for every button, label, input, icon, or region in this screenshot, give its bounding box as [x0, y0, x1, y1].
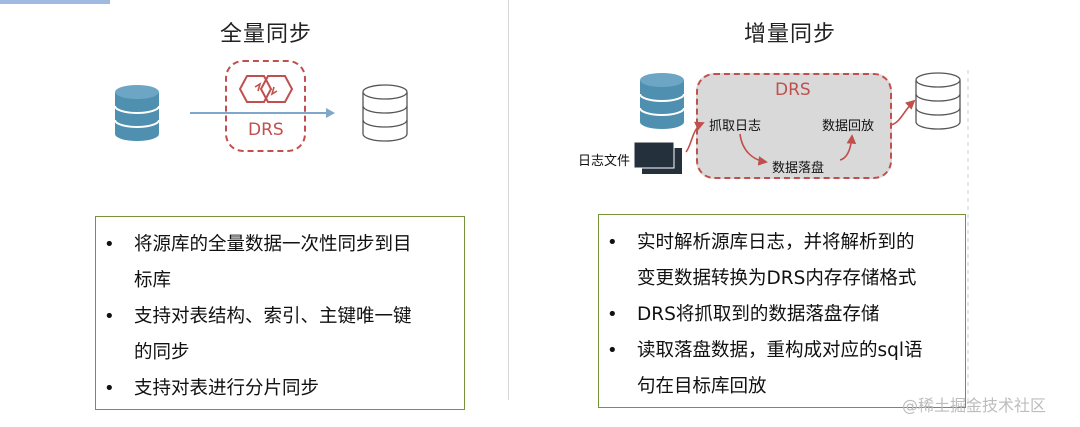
- top-accent-bar: [0, 0, 110, 4]
- bullet-item-continuation: 的同步: [134, 342, 190, 363]
- center-divider: [508, 0, 509, 400]
- watermark: @稀土掘金技术社区: [902, 396, 1047, 415]
- drs-node-full: [225, 60, 306, 152]
- incremental-sync-title: 增量同步: [744, 22, 837, 47]
- capture-log-step: 抓取日志: [709, 119, 762, 134]
- bullet-item-continuation: 句在目标库回放: [637, 376, 767, 397]
- target-database-icon: [915, 72, 961, 130]
- source-database-icon: [639, 73, 685, 129]
- drs-node-incremental: [696, 73, 892, 179]
- store-data-step: 数据落盘: [772, 161, 825, 176]
- dashed-guide-line: [967, 70, 969, 410]
- drs-label-full: DRS: [248, 120, 284, 140]
- bullet-item: •实时解析源库日志，并将解析到的: [607, 232, 915, 253]
- replay-data-step: 数据回放: [822, 119, 875, 134]
- full-sync-arrow-icon: [190, 108, 335, 118]
- log-file-label: 日志文件: [578, 154, 631, 169]
- drs-label-incremental: DRS: [775, 80, 811, 100]
- full-sync-title: 全量同步: [220, 22, 313, 47]
- bullet-item: •将源库的全量数据一次性同步到目: [104, 234, 412, 255]
- source-database-icon: [114, 85, 160, 141]
- full-sync-description-box: •将源库的全量数据一次性同步到目 标库 •支持对表结构、索引、主键唯一键 的同步…: [95, 216, 465, 410]
- incremental-sync-description-box: •实时解析源库日志，并将解析到的 变更数据转换为DRS内存存储格式 •DRS将抓…: [598, 214, 966, 408]
- bullet-item-continuation: 变更数据转换为DRS内存存储格式: [637, 268, 917, 289]
- bullet-item: •DRS将抓取到的数据落盘存储: [607, 304, 880, 325]
- bullet-item: •支持对表结构、索引、主键唯一键: [104, 306, 412, 327]
- log-file-icon: [633, 141, 682, 174]
- bullet-item: •支持对表进行分片同步: [104, 378, 320, 399]
- bullet-item-continuation: 标库: [134, 270, 172, 291]
- target-database-icon: [362, 84, 408, 142]
- bullet-item: •读取落盘数据，重构成对应的sql语: [607, 340, 923, 361]
- drs-logo-icon: [238, 75, 294, 103]
